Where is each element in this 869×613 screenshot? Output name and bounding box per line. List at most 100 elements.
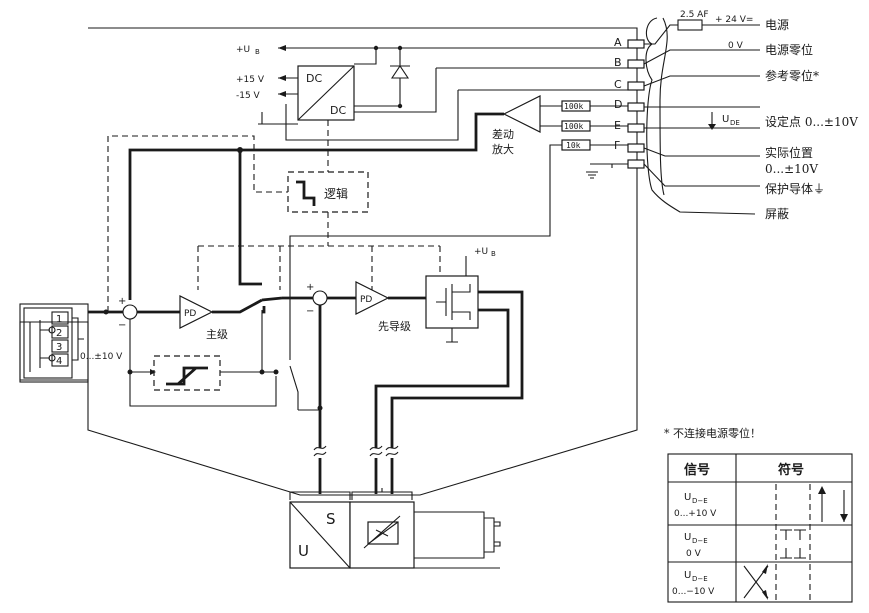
fuse-label: 2.5 AF <box>680 10 709 20</box>
svg-text:B: B <box>255 48 260 56</box>
connector-housing <box>19 303 89 383</box>
table-header-signal: 信号 <box>684 462 710 478</box>
pilot-stage-label: 先导级 <box>378 320 411 333</box>
pin-4: 4 <box>56 356 62 367</box>
terminal-b: B <box>614 56 622 69</box>
terminal-block <box>627 39 645 169</box>
p15-label: +15 V <box>236 75 265 85</box>
branch-to-switch <box>238 150 262 286</box>
terminal-a: A <box>614 36 622 49</box>
pd-pilot-label: PD <box>360 295 372 305</box>
cable-to-valve <box>318 458 394 494</box>
pin-3: 3 <box>56 342 62 353</box>
sensor-s: S <box>326 510 336 528</box>
svg-text:+: + <box>306 282 314 293</box>
ude-label: U <box>722 114 729 125</box>
dash-from-connector <box>107 135 288 312</box>
solenoid-arrow <box>363 515 401 549</box>
signal-table: 信号 符号 U D−E 0...+10 V U D−E 0 V U D−E 0.… <box>667 453 853 603</box>
logic-block <box>287 171 369 213</box>
svg-text:−: − <box>118 320 126 331</box>
label-setpoint: 设定点 0...±10V <box>765 114 858 129</box>
table-header-symbol: 符号 <box>778 462 804 478</box>
valve-braces <box>289 488 413 500</box>
svg-text:−: − <box>306 306 314 317</box>
ude-sub: DE <box>730 119 740 127</box>
switch-main <box>261 296 283 314</box>
svg-text:U: U <box>684 532 691 543</box>
transistor-symbol <box>436 284 471 320</box>
setpoint-path <box>128 112 504 300</box>
hysteresis-block <box>153 355 221 391</box>
resistor-f-label: 10k <box>566 141 581 150</box>
supply-rails <box>278 77 298 95</box>
feedback-main <box>129 310 263 372</box>
row1-range: 0...+10 V <box>674 509 717 519</box>
pd-main-label: PD <box>184 309 196 319</box>
dc-out-label: DC <box>330 104 346 117</box>
hysteresis-symbol <box>166 366 208 386</box>
logic-label: 逻辑 <box>324 187 348 201</box>
svg-text:U: U <box>684 492 691 503</box>
logic-dash-bus <box>197 245 441 290</box>
switch-feedback <box>129 365 299 410</box>
svg-text:D−E: D−E <box>692 497 708 505</box>
label-ref-zero: 参考零位* <box>765 68 819 83</box>
svg-text:D−E: D−E <box>692 537 708 545</box>
line-c <box>285 89 628 141</box>
diff-amp-label-1: 差动 <box>492 127 514 141</box>
main-stage-label: 主级 <box>206 328 228 341</box>
summing-junction-main <box>122 304 138 320</box>
row2-range: 0 V <box>686 549 702 559</box>
terminal-d: D <box>614 98 622 111</box>
footnote: * 不连接电源零位！ <box>664 426 761 440</box>
valve-body <box>414 511 485 559</box>
svg-text:U: U <box>684 570 691 581</box>
svg-text:D−E: D−E <box>692 575 708 583</box>
zener-diode <box>390 65 410 79</box>
zero-v-label: 0 V <box>728 41 744 51</box>
summing-junction-pilot <box>312 290 328 306</box>
sensor-u: U <box>298 542 309 560</box>
feedback-line-f <box>289 144 628 360</box>
ground-symbol <box>586 163 628 179</box>
connector-brace <box>72 317 84 361</box>
pin-2: 2 <box>56 328 62 339</box>
pd-main <box>179 295 214 329</box>
pd-pilot <box>355 281 390 315</box>
label-actual-2: 0...±10V <box>765 162 818 176</box>
svg-text:B: B <box>491 250 496 258</box>
supply-24v: + 24 V= <box>715 15 753 25</box>
label-power: 电源 <box>765 18 789 32</box>
line-b <box>354 67 628 113</box>
label-power-zero: 电源零位 <box>765 42 813 57</box>
coil-wires <box>374 290 524 448</box>
m15-label: -15 V <box>236 91 261 101</box>
ub-label: +U <box>236 45 250 55</box>
main-output-path <box>212 298 263 314</box>
diff-amp-label-2: 放大 <box>492 142 514 156</box>
row3-range: 0...−10 V <box>672 587 715 597</box>
terminal-c: C <box>614 78 622 91</box>
logic-symbol <box>296 180 316 206</box>
resistor-d-label: 100k <box>564 102 583 111</box>
diff-amplifier <box>502 95 541 133</box>
valve-ports <box>414 517 501 569</box>
resistor-e-label: 100k <box>564 122 583 131</box>
output-supply <box>446 256 467 343</box>
connector-inner <box>23 307 73 379</box>
svg-text:+: + <box>118 296 126 307</box>
dc-in-label: DC <box>306 72 322 85</box>
label-protective: 保护导体⏚ <box>765 182 825 196</box>
connector-range: 0...±10 V <box>80 352 123 362</box>
external-wires <box>643 19 760 187</box>
cable-breaks <box>313 445 399 457</box>
converter-ground <box>258 112 298 125</box>
connector-pins: 1 2 3 4 <box>29 311 69 372</box>
pin-1: 1 <box>56 314 62 325</box>
label-actual-1: 实际位置 <box>765 145 813 160</box>
amp-inputs <box>540 105 628 127</box>
valve-ub-label: +U <box>474 247 488 257</box>
label-shield: 屏蔽 <box>765 207 789 221</box>
